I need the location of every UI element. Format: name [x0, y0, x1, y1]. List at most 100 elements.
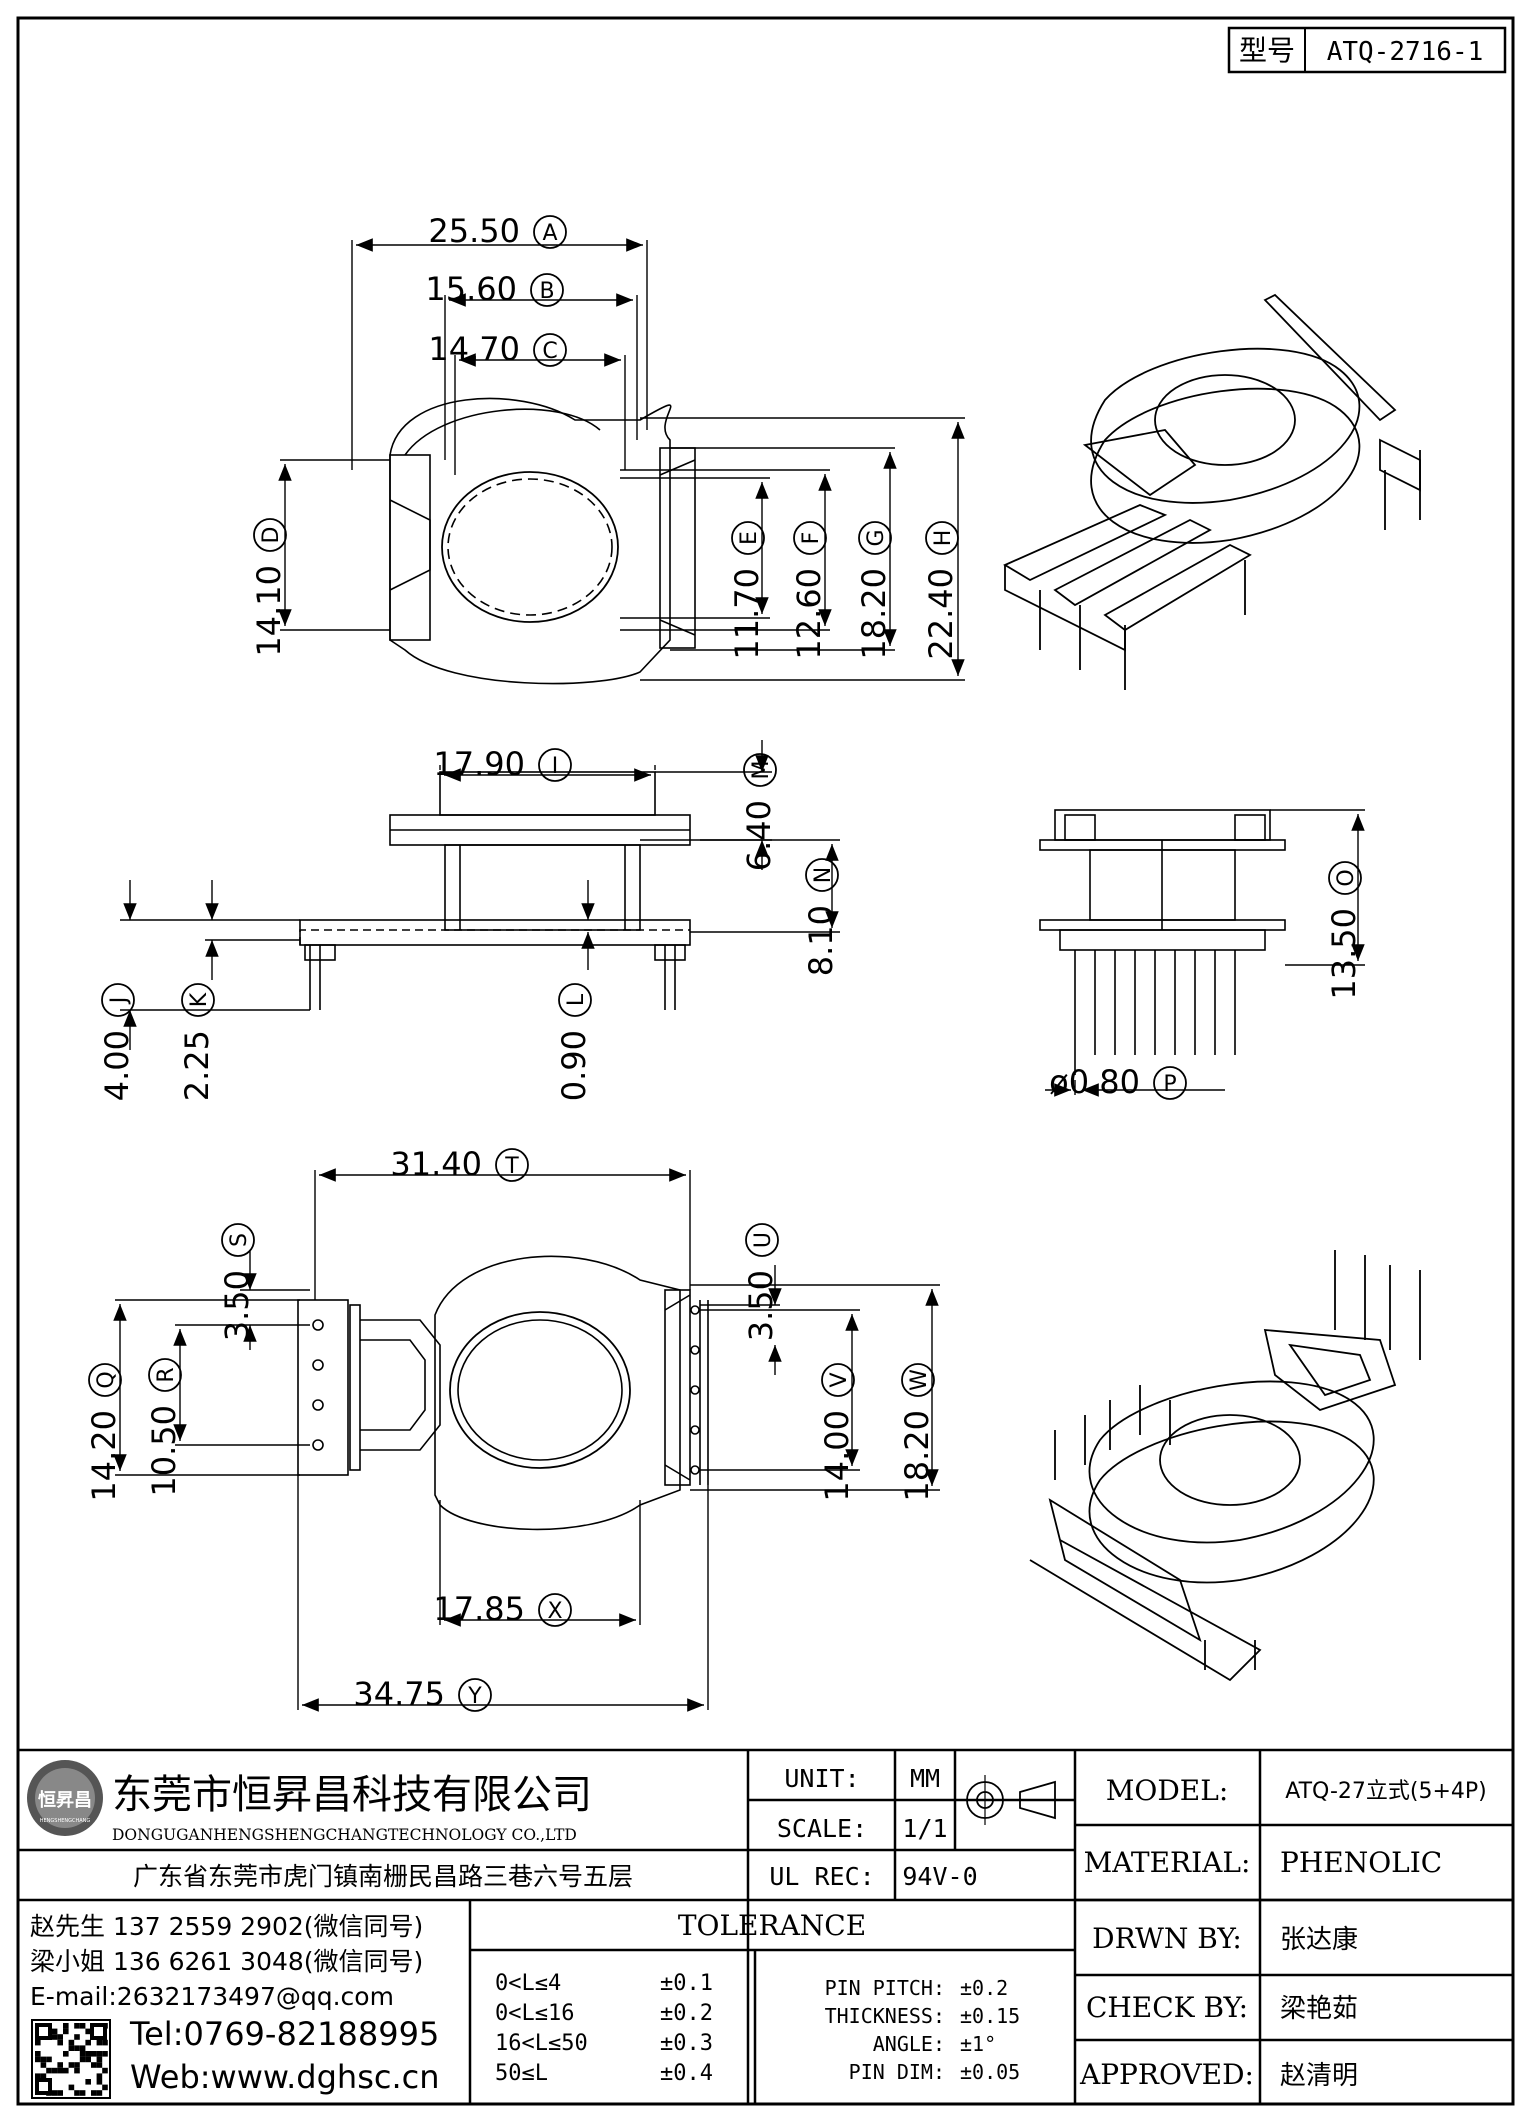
- dimension-t-letter: T: [504, 1154, 519, 1179]
- dimension-v: 14.00 V: [818, 1363, 856, 1502]
- dimension-a-value: 25.50: [428, 212, 520, 250]
- dimension-r-value: 10.50: [145, 1405, 183, 1497]
- contact-email: E-mail:2632173497@qq.com: [30, 1982, 394, 2011]
- dimension-c-value: 14.70: [428, 330, 520, 368]
- dimension-m-value: 6.40: [740, 800, 778, 871]
- dimension-b-letter: B: [539, 279, 554, 304]
- dimension-s-value: 3.50: [218, 1270, 256, 1341]
- dimension-h-letter: H: [931, 530, 956, 547]
- dimension-g-balloon: [858, 521, 892, 555]
- dimension-d: 14.10D: [250, 518, 288, 657]
- dimension-o-letter: O: [1334, 869, 1359, 886]
- dimension-f-letter: F: [799, 532, 824, 545]
- dimension-j-letter: J: [107, 997, 132, 1006]
- tolerance-range: 0<L≤4: [495, 1971, 561, 1996]
- top-view-dims: [278, 238, 965, 681]
- dimension-v-value: 14.00: [818, 1410, 856, 1502]
- dimension-y-balloon: [458, 1678, 492, 1712]
- side-view: [1039, 809, 1286, 1075]
- dimension-o-balloon: [1328, 861, 1362, 895]
- isometric-view-top: [1003, 293, 1421, 690]
- dimension-x-value: 17.85: [433, 1590, 525, 1628]
- dimension-s-balloon: [221, 1223, 255, 1257]
- dimension-o-value: 13.50: [1325, 908, 1363, 1000]
- dimension-a-balloon: [533, 215, 567, 249]
- dimension-h: 22.40H: [922, 521, 960, 660]
- drawn-by-label: DRWN BY:: [1092, 1922, 1242, 1955]
- ulrec-label: UL REC:: [769, 1862, 874, 1891]
- tolerance-value: ±0.1: [660, 1971, 713, 1996]
- dimension-n-value: 8.10: [802, 905, 840, 976]
- tolerance-range: 0<L≤16: [495, 2001, 574, 2026]
- company-name-en: DONGUGANHENGSHENGCHANGTECHNOLOGY CO.,LTD: [112, 1826, 577, 1844]
- unit-value: MM: [910, 1764, 940, 1793]
- dimension-e-value: 11.70: [728, 568, 766, 660]
- dimension-l-value: 0.90: [555, 1030, 593, 1101]
- approved-value: 赵清明: [1280, 2061, 1358, 2091]
- dimension-k-letter: K: [187, 992, 212, 1007]
- dimension-g-letter: G: [864, 529, 889, 546]
- qr-code-icon: [31, 2019, 111, 2099]
- dimension-n: 8.10 N: [802, 858, 840, 976]
- tolerance-spec-label: PIN DIM:: [849, 2060, 945, 2084]
- dimension-d-letter: D: [259, 527, 284, 544]
- dimension-q-value: 14.20: [85, 1410, 123, 1502]
- dimension-w-balloon: [901, 1363, 935, 1397]
- dimension-j-balloon: [101, 983, 135, 1017]
- dimension-q: 14.20Q: [85, 1363, 123, 1502]
- dimension-k-value: 2.25: [178, 1030, 216, 1101]
- dimension-w-value: 18.20: [898, 1410, 936, 1502]
- contact-line-1: 赵先生 137 2559 2902(微信同号): [30, 1912, 423, 1941]
- dimension-c-letter: C: [542, 339, 557, 364]
- dimension-y-value: 34.75: [353, 1675, 445, 1713]
- dimension-s: 3.50S: [218, 1223, 256, 1341]
- dimension-u-value: 3.50: [742, 1270, 780, 1341]
- dimension-e-letter: E: [737, 531, 762, 545]
- dimension-c: 14.70 C: [428, 330, 567, 368]
- dimension-i-letter: I: [552, 754, 559, 779]
- material-label: MATERIAL:: [1084, 1846, 1251, 1879]
- dimension-a-letter: A: [542, 221, 557, 246]
- dimension-p-value: ø0.80: [1049, 1063, 1140, 1101]
- dimension-b: 15.60 B: [425, 270, 564, 308]
- approved-label: APPROVED:: [1079, 2058, 1254, 2091]
- tolerance-value: ±0.2: [660, 2001, 713, 2026]
- isometric-view-bottom: [1029, 1250, 1421, 1682]
- dimension-f-balloon: [793, 521, 827, 555]
- sheet-border: [16, 16, 1515, 2106]
- contact-line-2: 梁小姐 136 6261 3048(微信同号): [30, 1947, 423, 1976]
- tolerance-spec-value: ±0.2: [960, 1976, 1008, 2000]
- dimension-k-balloon: [181, 983, 215, 1017]
- unit-label: UNIT:: [784, 1764, 859, 1793]
- company-name-cn: 东莞市恒昇昌科技有限公司: [112, 1772, 592, 1818]
- dimension-v-letter: V: [827, 1372, 852, 1387]
- dimension-l-letter: L: [564, 993, 589, 1006]
- dimension-e: 11.70 E: [728, 521, 766, 660]
- dimension-p-letter: P: [1163, 1072, 1176, 1097]
- scale-value: 1/1: [902, 1814, 947, 1843]
- tolerance-spec-label: ANGLE:: [873, 2032, 945, 2056]
- tolerance-spec-value: ±0.05: [960, 2060, 1020, 2084]
- dimension-j: 4.00J: [98, 983, 136, 1101]
- tolerance-range: 50≤L: [495, 2061, 548, 2086]
- dimension-h-balloon: [925, 521, 959, 555]
- model-number-label: 型号: [1239, 34, 1295, 67]
- dimension-n-balloon: [805, 858, 839, 892]
- tolerance-value: ±0.4: [660, 2061, 713, 2086]
- dimension-r-letter: R: [154, 1367, 179, 1382]
- logo-text: 恒昇昌: [38, 1789, 92, 1811]
- dimension-u-balloon: [745, 1223, 779, 1257]
- dimension-w-letter: W: [907, 1369, 932, 1391]
- dimension-t-balloon: [495, 1148, 529, 1182]
- dimension-f: 12.60F: [790, 521, 828, 660]
- dimension-x-balloon: [538, 1593, 572, 1627]
- dimension-g: 18.20G: [855, 521, 893, 660]
- dimension-u: 3.50U: [742, 1223, 780, 1341]
- dimension-n-letter: N: [811, 867, 836, 883]
- dimension-b-value: 15.60: [425, 270, 517, 308]
